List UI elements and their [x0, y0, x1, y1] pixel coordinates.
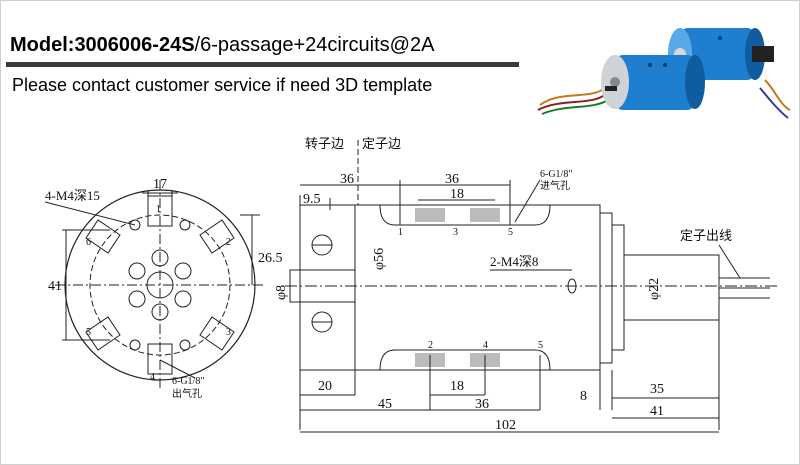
side-dia-shaft: φ8: [274, 285, 289, 300]
side-dim-20: 20: [318, 379, 332, 394]
side-dim-41: 41: [650, 404, 664, 419]
model-prefix: Model:: [10, 34, 75, 56]
side-dia-stator: φ22: [647, 278, 662, 300]
template-note: Please contact customer service if need …: [12, 75, 433, 95]
front-port-2: 2: [226, 237, 231, 248]
side-dim-18-bottom: 18: [450, 379, 464, 394]
front-port-5: 5: [86, 327, 91, 338]
front-dim-right: 26.5: [258, 251, 283, 266]
rotor-side-label: 转子边: [305, 136, 344, 151]
side-dim-45: 45: [378, 397, 392, 412]
side-dia-body: φ56: [372, 248, 387, 270]
front-port-label: 6-G1/8": [172, 376, 204, 387]
side-port-note-top: 进气孔: [540, 179, 570, 192]
side-bottom-port-2: 2: [428, 340, 433, 351]
side-dim-36-left: 36: [340, 172, 354, 187]
side-dim-9-5: 9.5: [303, 192, 321, 207]
stator-side-label: 定子边: [362, 136, 401, 151]
title-underline: [6, 62, 519, 67]
technical-drawing: 4-M4深15 17 41 26.5 1 2 3 4 5 6 6-G1/8" 出…: [44, 136, 780, 433]
front-dim-left: 41: [48, 279, 62, 294]
side-dim-102: 102: [495, 418, 516, 433]
side-top-port-3: 3: [453, 227, 458, 238]
side-top-port-1: 1: [398, 227, 403, 238]
side-view: [285, 140, 780, 433]
front-port-1: 1: [156, 204, 161, 215]
front-port-3: 3: [226, 327, 231, 338]
front-dim-top: 17: [153, 177, 167, 192]
front-port-6: 6: [86, 237, 91, 248]
side-bottom-port-5: 5: [538, 340, 543, 351]
side-dim-36-bottom: 36: [475, 397, 489, 412]
model-spec: /6-passage+24circuits@2A: [194, 34, 435, 56]
front-hole-label: 4-M4深15: [45, 188, 100, 203]
side-dim-18-top: 18: [450, 187, 464, 202]
side-bottom-port-4: 4: [483, 340, 488, 351]
front-port-4: 4: [150, 372, 155, 383]
side-dim-8: 8: [580, 389, 587, 404]
stator-wire-label: 定子出线: [680, 228, 732, 243]
slip-ring-photo-icon: [537, 28, 791, 119]
side-dim-36-right: 36: [445, 172, 459, 187]
side-screw-label: 2-M4深8: [490, 254, 538, 269]
side-top-port-5: 5: [508, 227, 513, 238]
model-code: 3006006-24S: [74, 34, 195, 56]
model-title: Model:3006006-24S/6-passage+24circuits@2…: [10, 34, 434, 57]
front-port-note: 出气孔: [172, 387, 202, 400]
front-view: [44, 180, 265, 390]
side-dim-35: 35: [650, 382, 664, 397]
side-port-label-top: 6-G1/8": [540, 169, 572, 180]
